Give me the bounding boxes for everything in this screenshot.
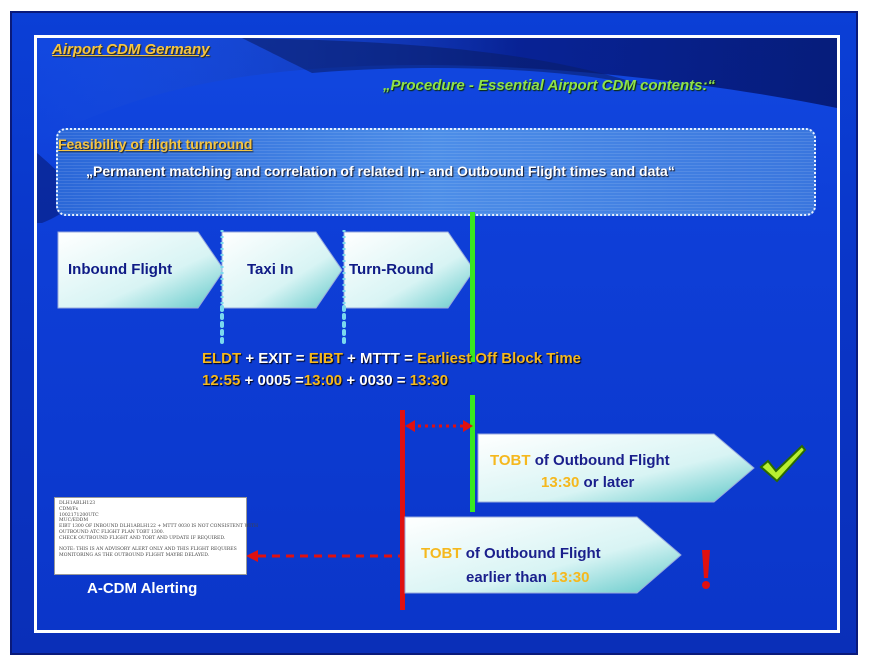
alert-line: MUC/EDDM <box>59 518 89 524</box>
alert-line: OUTBOUND ATC FLIGHT PLAN TOBT 1300. <box>59 529 165 535</box>
outbound-bad-line2: earlier than 13:30 <box>466 569 589 586</box>
exclamation-icon <box>702 550 710 589</box>
slide-subtitle: „Procedure - Essential Airport CDM conte… <box>383 77 715 94</box>
eq-plus-exit: + EXIT = <box>241 350 309 367</box>
eq-value-eobt: 13:30 <box>409 372 449 389</box>
flow-arrows <box>57 230 475 310</box>
alert-line: DLH1ABLH123 <box>59 501 96 506</box>
banner-title: Feasibility of flight turnround <box>58 136 253 152</box>
outbound-bad-text: of Outbound Flight <box>461 545 601 562</box>
alert-line: NOTE: THIS IS AN ADVISORY ALERT ONLY AND… <box>59 547 237 553</box>
outbound-ok-line1: TOBT of Outbound Flight <box>490 452 670 469</box>
alert-line: EIBT 1300 OF INBOUND DLH1ABLH122 + MTTT … <box>59 524 259 530</box>
outbound-ok-later: or later <box>579 474 635 491</box>
flow-step-inbound-flight: Inbound Flight <box>68 261 173 278</box>
eq-eldt: ELDT <box>202 350 242 367</box>
outbound-ok-arrow <box>477 433 755 503</box>
red-timeline <box>400 410 473 610</box>
tobt-label: TOBT <box>421 545 462 562</box>
banner-text: „Permanent matching and correlation of r… <box>86 163 675 179</box>
outbound-ok-time: 13:30 <box>541 474 580 491</box>
alert-line: CDM/Fs <box>59 506 78 512</box>
alert-line: 1002171200UTC <box>59 512 99 518</box>
eq-eibt: EIBT <box>308 350 343 367</box>
eq-mttt-value: + 0030 = <box>342 372 410 389</box>
outbound-bad-line1: TOBT of Outbound Flight <box>421 545 601 562</box>
alert-message-box: DLH1ABLH123 CDM/Fs 1002171200UTC MUC/EDD… <box>54 497 259 575</box>
turn-round-arrow <box>343 231 475 309</box>
tobt-label: TOBT <box>490 452 531 469</box>
eq-value-eibt: 13:00 <box>303 372 343 389</box>
outbound-ok-text: of Outbound Flight <box>530 452 670 469</box>
alert-line: CHECK OUTBOUND FLIGHT AND TOBT AND UPDAT… <box>59 535 226 541</box>
acdm-alerting-label: A-CDM Alerting <box>87 580 198 597</box>
slide-title: Airport CDM Germany <box>52 41 210 58</box>
outbound-bad-arrow <box>404 516 682 594</box>
alert-line: MONITORING AS THE OUTBOUND FLIGHT MAYBE … <box>59 553 210 559</box>
alert-arrow <box>246 550 400 562</box>
eq-plus-mttt: + MTTT = <box>342 350 418 367</box>
flow-step-taxi-in: Taxi In <box>247 261 294 278</box>
checkmark-icon <box>759 444 807 483</box>
outbound-bad-time: 13:30 <box>551 569 590 586</box>
equation-line-1: ELDT + EXIT = EIBT + MTTT = Earliest Off… <box>202 350 581 367</box>
dotted-drop-lines <box>220 305 346 349</box>
eq-value-eldt: 12:55 <box>202 372 241 389</box>
equation-line-2: 12:55 + 0005 =13:00 + 0030 = 13:30 <box>202 372 448 389</box>
outbound-ok-line2: 13:30 or later <box>541 474 634 491</box>
inbound-flight-arrow <box>57 231 225 309</box>
green-timeline <box>470 212 475 512</box>
flow-step-turn-round: Turn-Round <box>349 261 434 278</box>
eq-eobt: Earliest Off Block Time <box>417 350 582 367</box>
taxi-in-arrow <box>221 231 343 309</box>
outbound-bad-earlier: earlier than <box>466 569 552 586</box>
eq-exit-value: + 0005 = <box>240 372 304 389</box>
feasibility-banner <box>56 128 816 216</box>
